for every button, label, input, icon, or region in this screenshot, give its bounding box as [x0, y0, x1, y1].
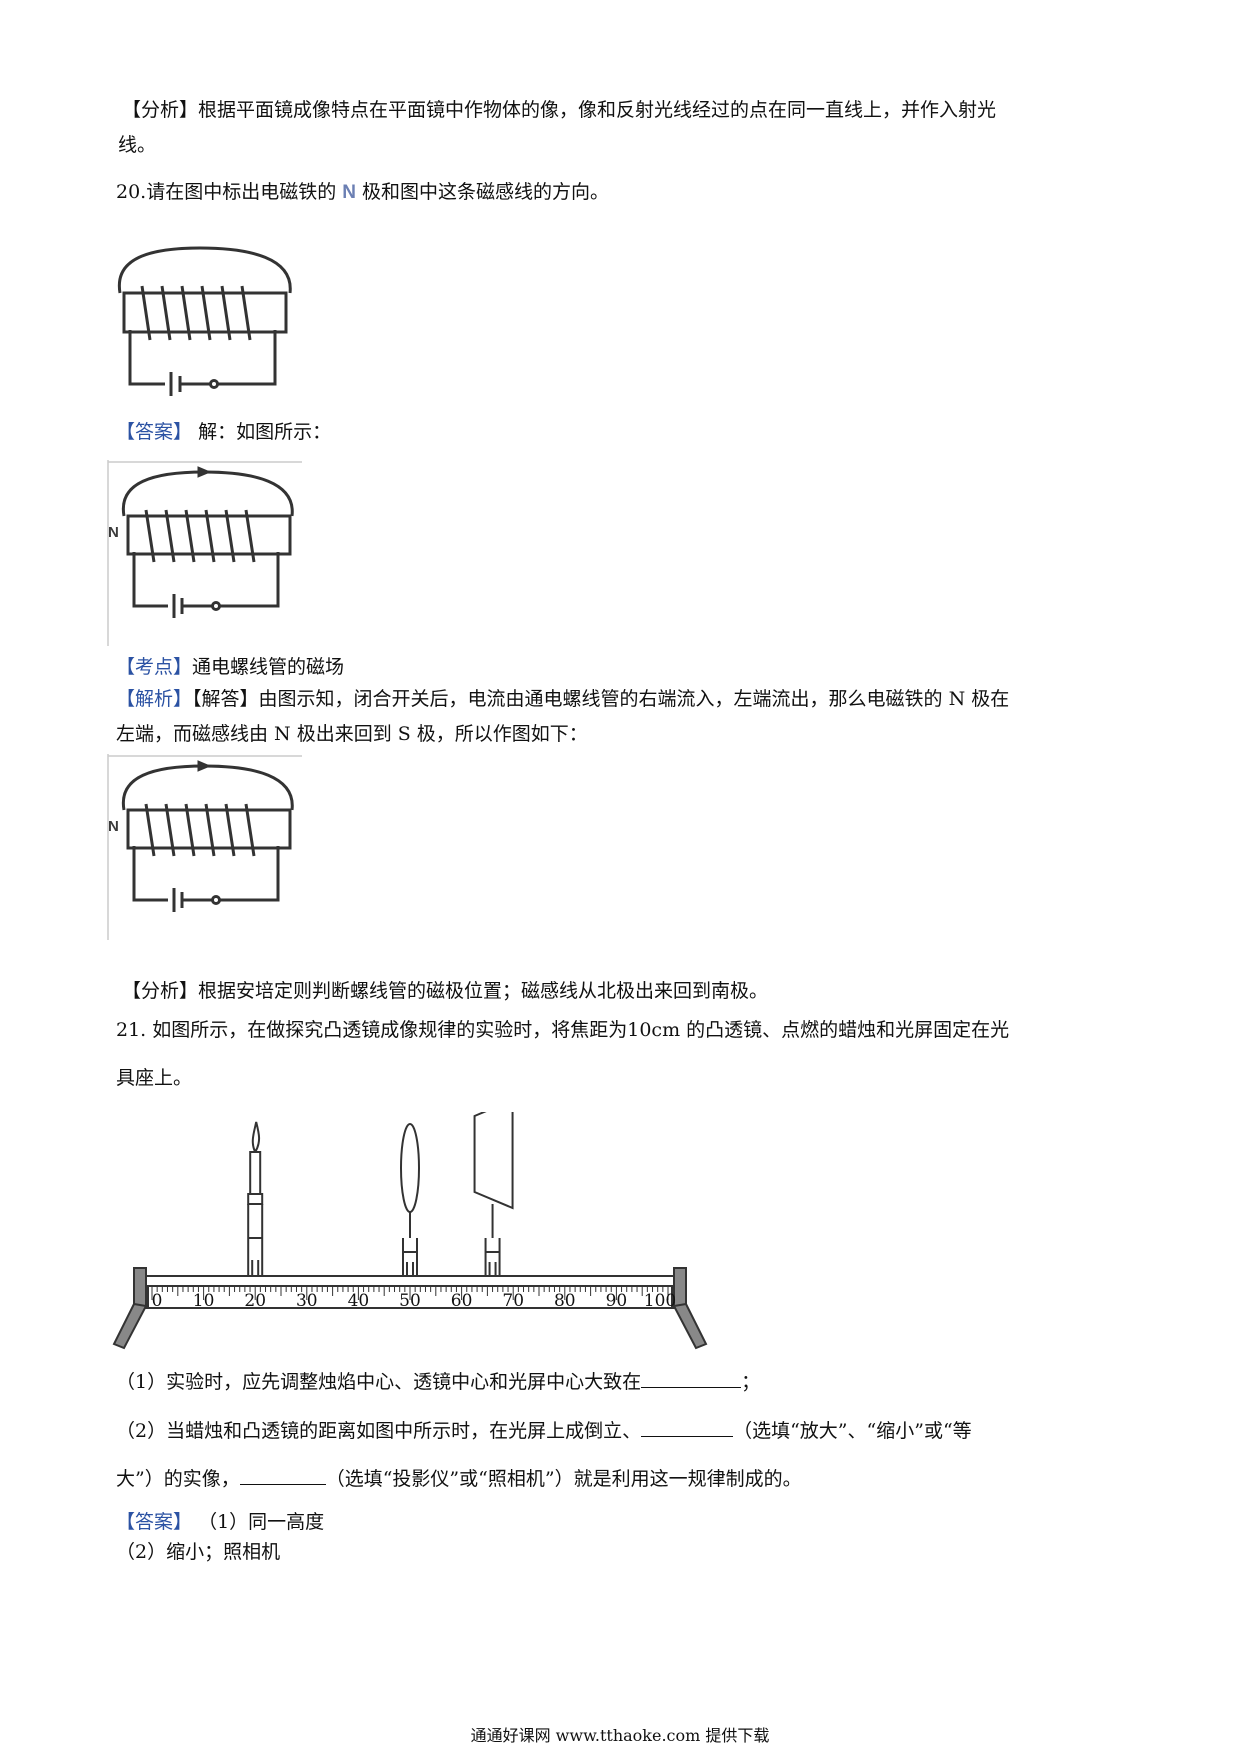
- solenoid-figure-answer: N: [106, 460, 302, 646]
- q20-jiexi: 【解析】【解答】由图示知，闭合开关后，电流由通电螺线管的右端流入，左端流出，那么…: [116, 685, 1009, 713]
- candle: [247, 1121, 264, 1276]
- q21-part2: （2）当蜡烛和凸透镜的距离如图中所示时，在光屏上成倒立、 （选填“放大”、“缩小”…: [116, 1417, 972, 1445]
- q20-question-n: N: [342, 182, 356, 203]
- q20-question-post: 极和图中这条磁感线的方向。: [362, 181, 610, 203]
- scale-label: 50: [399, 1291, 421, 1311]
- q21-p2-cont-post: （选填“投影仪”或“照相机”）就是利用这一规律制成的。: [325, 1468, 802, 1490]
- solenoid-explanation-drawing: [107, 754, 302, 940]
- q20-analysis: 【分析】根据安培定则判断螺线管的磁极位置；磁感线从北极出来回到南极。: [122, 977, 768, 1005]
- answer-tag: 【答案】: [116, 421, 193, 443]
- light-screen: [473, 1112, 514, 1276]
- q20-jiexi-cont: 左端，而磁感线由 N 极出来回到 S 极，所以作图如下：: [116, 723, 588, 745]
- scale-label: 90: [606, 1291, 628, 1311]
- page-footer: 通通好课网 www.tthaoke.com 提供下载: [470, 1726, 770, 1745]
- analysis-text: 根据安培定则判断螺线管的磁极位置；磁感线从北极出来回到南极。: [198, 980, 769, 1002]
- q21-p1-blank[interactable]: [641, 1369, 742, 1388]
- q20-question-pre: 20.请在图中标出电磁铁的: [116, 181, 337, 203]
- convex-lens: [400, 1123, 420, 1276]
- q21-part2-cont: 大”）的实像， （选填“投影仪”或“照相机”）就是利用这一规律制成的。: [116, 1465, 802, 1493]
- q21-p2-blank2[interactable]: [239, 1466, 326, 1485]
- scale-label: 40: [348, 1291, 370, 1311]
- kaodian-tag: 【考点】: [116, 656, 193, 678]
- optical-bench-figure: 0 10 20 30 40 50 60 70 80 90 100: [112, 1112, 708, 1350]
- q21-p2-pre: （2）当蜡烛和凸透镜的距离如图中所示时，在光屏上成倒立、: [116, 1420, 642, 1442]
- scale-label: 70: [502, 1291, 524, 1311]
- q21-p1-pre: （1）实验时，应先调整烛焰中心、透镜中心和光屏中心大致在: [116, 1371, 642, 1393]
- scale-label: 0: [152, 1291, 163, 1311]
- scale-label: 30: [296, 1291, 318, 1311]
- jiexi-text: 由图示知，闭合开关后，电流由通电螺线管的右端流入，左端流出，那么电磁铁的 N 极…: [258, 688, 1010, 710]
- kaodian-text: 通电螺线管的磁场: [192, 656, 345, 678]
- q20-question: 20.请在图中标出电磁铁的 N 极和图中这条磁感线的方向。: [116, 178, 609, 207]
- bench-rail: [145, 1275, 675, 1287]
- q20-answer: 【答案】 解：如图所示：: [116, 418, 331, 446]
- n-pole-label-2: N: [108, 818, 119, 835]
- n-pole-label: N: [108, 524, 119, 541]
- solenoid-figure-question: [117, 246, 292, 396]
- left-support: [133, 1267, 147, 1309]
- q21-question: 21. 如图所示，在做探究凸透镜成像规律的实验时，将焦距为10cm 的凸透镜、点…: [116, 1019, 1010, 1041]
- scale-label: 60: [451, 1291, 473, 1311]
- answer-tag: 【答案】: [116, 1511, 193, 1533]
- analysis-tag: 【分析】: [122, 99, 199, 121]
- q21-answer: 【答案】 （1）同一高度: [116, 1508, 324, 1536]
- scale-label: 20: [244, 1291, 266, 1311]
- solenoid-figure-explanation: N: [106, 754, 302, 940]
- q21-p1-post: ；: [741, 1371, 761, 1393]
- scale-label: 100: [644, 1291, 676, 1311]
- solenoid-answer-drawing: [107, 460, 302, 646]
- q21-p2-cont-pre: 大”）的实像，: [116, 1468, 240, 1490]
- answer-text: 解：如图所示：: [198, 421, 332, 443]
- q21-question-cont: 具座上。: [116, 1067, 193, 1089]
- jiexi-tag2: 【解答】: [192, 688, 259, 710]
- scale-label: 80: [554, 1291, 576, 1311]
- analysis-text: 根据平面镜成像特点在平面镜中作物体的像，像和反射光线经过的点在同一直线上，并作入…: [198, 99, 997, 121]
- q21-p2-blank1[interactable]: [641, 1418, 734, 1437]
- jiexi-tag: 【解析】: [116, 688, 193, 710]
- q21-answer2: （2）缩小；照相机: [116, 1541, 281, 1563]
- q19-analysis-cont: 线。: [118, 134, 157, 156]
- q21-part1: （1）实验时，应先调整烛焰中心、透镜中心和光屏中心大致在 ；: [116, 1368, 760, 1396]
- q20-kaodian: 【考点】通电螺线管的磁场: [116, 653, 344, 681]
- q19-analysis: 【分析】根据平面镜成像特点在平面镜中作物体的像，像和反射光线经过的点在同一直线上…: [122, 96, 996, 124]
- scale-label: 10: [193, 1291, 215, 1311]
- answer1: （1）同一高度: [198, 1511, 325, 1533]
- q21-p2-mid: （选填“放大”、“缩小”或“等: [733, 1420, 972, 1442]
- analysis-tag: 【分析】: [122, 980, 199, 1002]
